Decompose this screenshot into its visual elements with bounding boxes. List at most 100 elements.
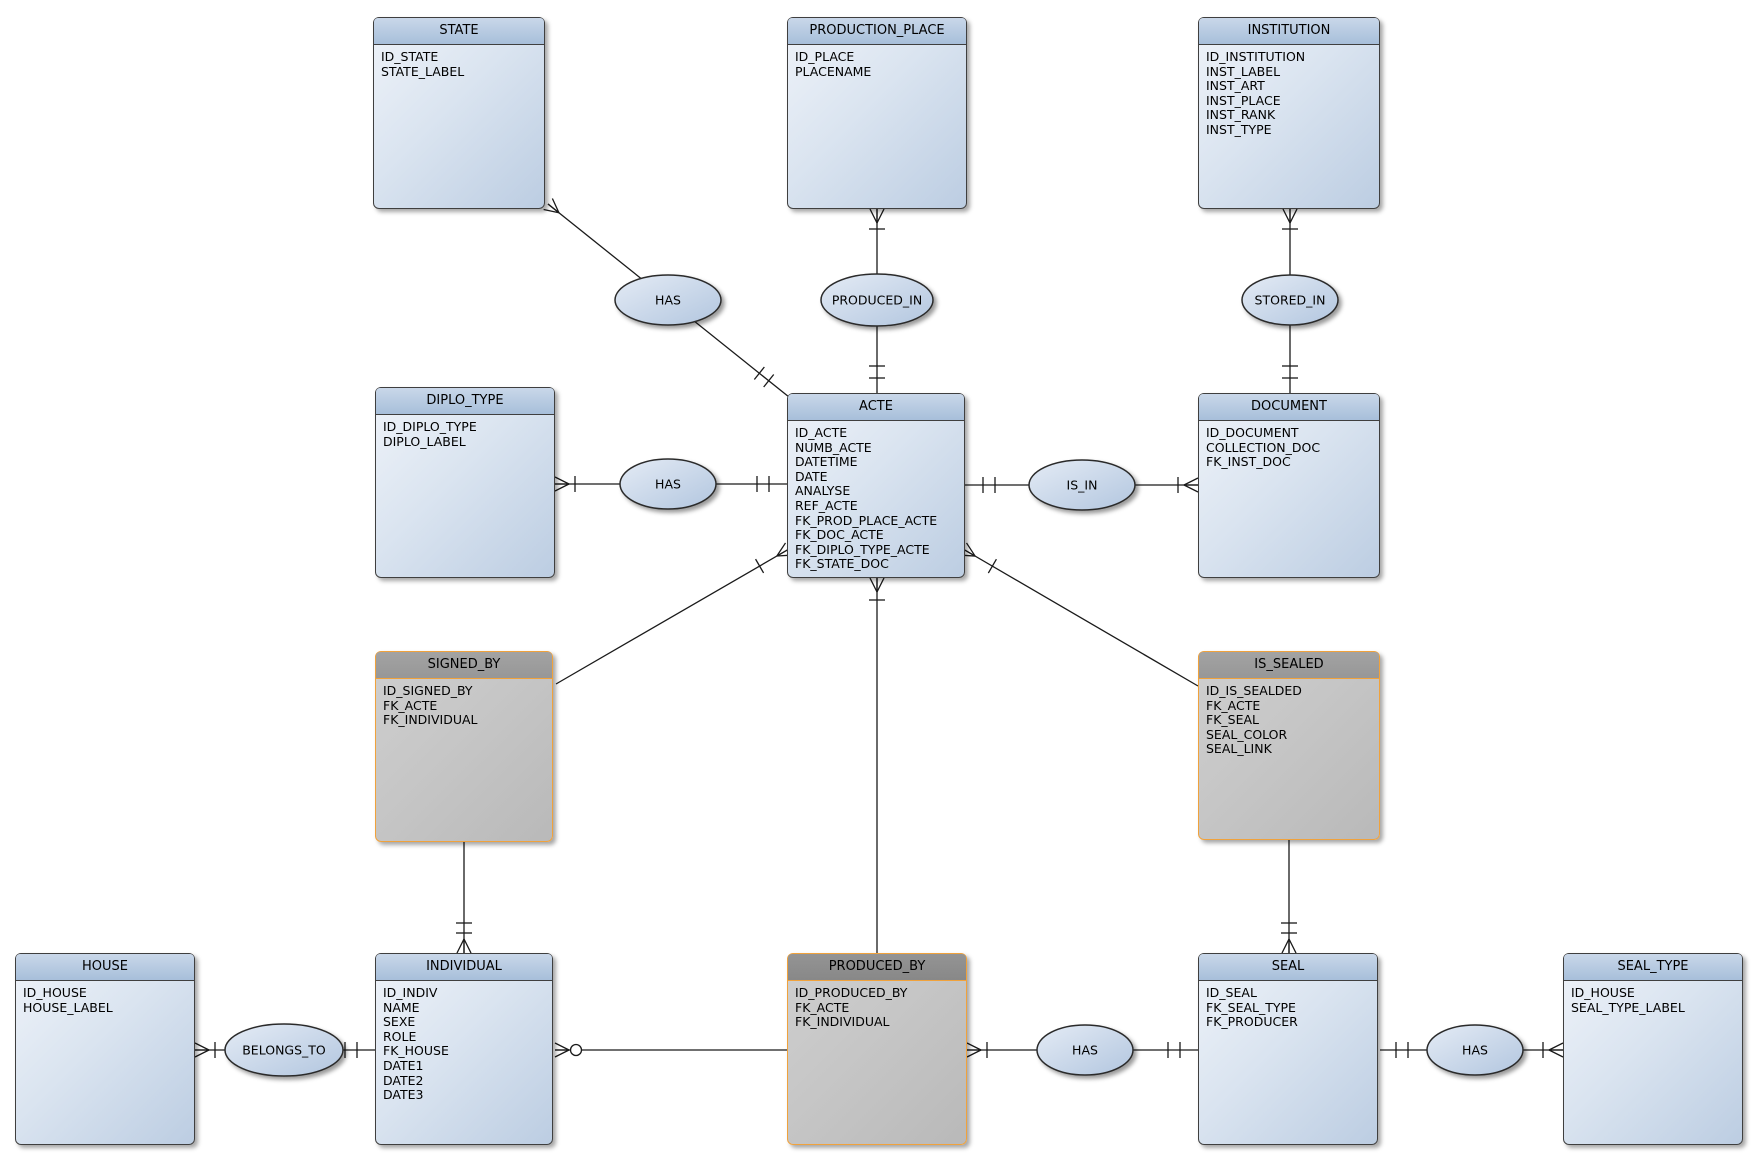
attribute-row: FK_ACTE	[1206, 697, 1261, 713]
attribute-row: ID_SIGNED_BY	[383, 683, 473, 698]
connector-acte-signed_by	[555, 542, 793, 685]
attribute-row: DATE	[795, 468, 828, 484]
attribute-row: ID_HOUSE	[1571, 985, 1635, 1000]
entity-title: SIGNED_BY	[376, 652, 552, 679]
attribute-row: COLLECTION_DOC	[1206, 439, 1321, 455]
attribute-row: PLACENAME	[795, 63, 872, 79]
entity-title: IS_SEALED	[1199, 652, 1379, 679]
attribute-row: FK_PROD_PLACE_ACTE	[795, 512, 938, 528]
attribute-row: DATE3	[383, 1087, 424, 1103]
relationship-label: HAS	[1072, 1043, 1098, 1058]
relationship-label: STORED_IN	[1255, 293, 1326, 308]
attribute-row: DATETIME	[795, 454, 858, 470]
relationship-label: BELONGS_TO	[242, 1043, 326, 1058]
attribute-row: NUMB_ACTE	[795, 439, 872, 455]
connector-acte-produced_by	[869, 577, 885, 953]
attribute-row: ID_DIPLO_TYPE	[383, 419, 477, 434]
relationship-stored_in[interactable]: STORED_IN	[1241, 274, 1339, 326]
attribute-row: INST_LABEL	[1206, 63, 1281, 79]
relationship-label: IS_IN	[1067, 478, 1098, 493]
connector-signed_by-individual	[456, 842, 472, 954]
attribute-row: DIPLO_LABEL	[383, 433, 466, 449]
attribute-row: FK_INDIVIDUAL	[795, 1014, 890, 1030]
relationship-label: PRODUCED_IN	[832, 293, 922, 308]
relationship-has_seal_type[interactable]: HAS	[1426, 1024, 1524, 1076]
relationship-label: HAS	[1462, 1043, 1488, 1058]
entity-title: PRODUCTION_PLACE	[788, 18, 966, 45]
attribute-row: ID_ACTE	[795, 425, 848, 440]
attribute-row: ID_STATE	[381, 49, 439, 64]
attribute-row: ROLE	[383, 1028, 417, 1044]
connector-acte-is_sealed	[959, 542, 1199, 687]
attribute-row: FK_ACTE	[383, 697, 438, 713]
attribute-row: FK_DIPLO_TYPE_ACTE	[795, 541, 930, 557]
attribute-row: INST_TYPE	[1206, 121, 1272, 137]
entity-title: SEAL	[1199, 954, 1377, 981]
attribute-row: ID_PLACE	[795, 49, 855, 64]
entity-title: INSTITUTION	[1199, 18, 1379, 45]
entity-title: STATE	[374, 18, 544, 45]
relationship-has_state[interactable]: HAS	[614, 274, 722, 326]
attribute-row: STATE_LABEL	[381, 63, 465, 79]
attribute-row: FK_INDIVIDUAL	[383, 712, 478, 728]
attribute-row: INST_RANK	[1206, 107, 1276, 123]
attribute-row: HOUSE_LABEL	[23, 999, 113, 1015]
relationship-produced_in[interactable]: PRODUCED_IN	[820, 273, 934, 327]
attribute-row: FK_SEAL	[1206, 712, 1259, 728]
attribute-row: DATE1	[383, 1057, 424, 1073]
entity-title: PRODUCED_BY	[788, 954, 966, 981]
attribute-row: FK_ACTE	[795, 999, 850, 1015]
attribute-row: INST_PLACE	[1206, 92, 1281, 108]
relationship-has_seal[interactable]: HAS	[1036, 1024, 1134, 1076]
relationship-is_in[interactable]: IS_IN	[1028, 459, 1136, 511]
connector-individual-produced_by	[554, 1042, 787, 1058]
attribute-row: SEXE	[383, 1014, 416, 1030]
attribute-row: INST_ART	[1206, 78, 1265, 94]
relationship-has_diplo[interactable]: HAS	[619, 458, 717, 510]
entity-title: SEAL_TYPE	[1564, 954, 1742, 981]
attribute-row: FK_INST_DOC	[1206, 454, 1291, 470]
attribute-row: ID_IS_SEALDED	[1206, 683, 1302, 698]
attribute-row: REF_ACTE	[795, 497, 858, 513]
entity-title: DIPLO_TYPE	[376, 388, 554, 415]
entity-title: ACTE	[788, 394, 964, 421]
entity-title: INDIVIDUAL	[376, 954, 552, 981]
attribute-row: ID_INSTITUTION	[1206, 49, 1306, 64]
attribute-row: SEAL_TYPE_LABEL	[1571, 999, 1685, 1015]
attribute-row: SEAL_COLOR	[1206, 726, 1288, 742]
relationship-belongs_to[interactable]: BELONGS_TO	[224, 1023, 344, 1077]
attribute-row: FK_HOUSE	[383, 1043, 449, 1059]
attribute-row: DATE2	[383, 1072, 424, 1088]
attribute-row: ID_HOUSE	[23, 985, 87, 1000]
attribute-row: SEAL_LINK	[1206, 741, 1272, 757]
connector-is_sealed-seal	[1281, 840, 1297, 954]
relationship-label: HAS	[655, 293, 681, 308]
attribute-row: ID_PRODUCED_BY	[795, 985, 908, 1000]
attribute-row: ID_SEAL	[1206, 985, 1257, 1000]
